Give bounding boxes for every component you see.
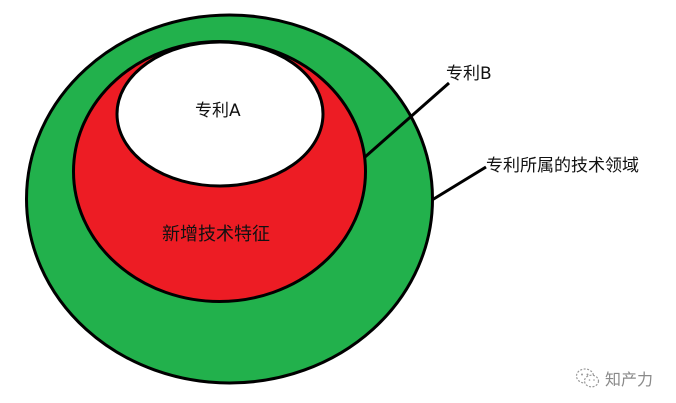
technical-field-leader-line [431,165,487,202]
watermark: 知产力 [575,366,653,390]
new-technical-features-label: 新增技术特征 [162,224,270,245]
patent-a-label: 专利A [195,101,241,121]
patent-b-label: 专利B [446,64,492,84]
patent-a-ellipse [115,40,325,188]
technical-field-label: 专利所属的技术领域 [486,156,639,176]
patent-b-leader-line [364,81,450,159]
wechat-icon [575,368,600,388]
watermark-text: 知产力 [605,370,654,389]
